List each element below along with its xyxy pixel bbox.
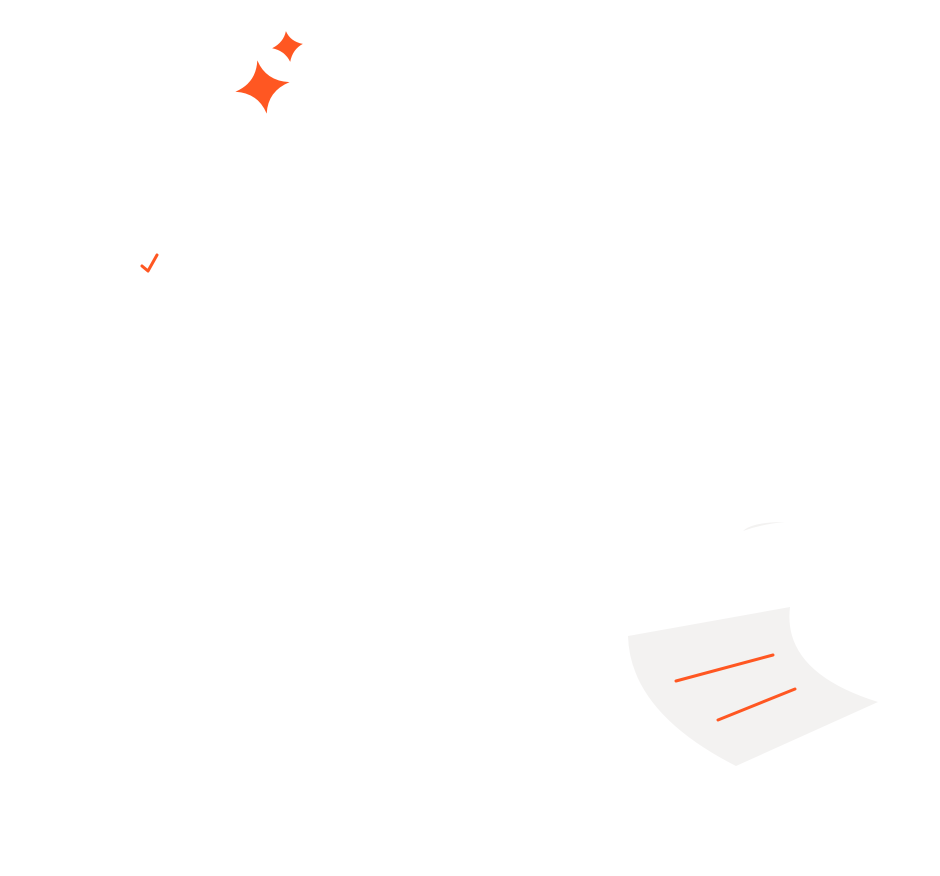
checkmark-icon [140,253,159,273]
small-sparkle-icon [272,31,303,62]
paper-text-line-1 [674,653,775,683]
paper-sheet [628,607,878,766]
document-icon [628,522,878,766]
paper-curl-tip [743,522,785,531]
paper-text-line-2 [716,687,797,722]
large-sparkle-icon [235,60,290,114]
